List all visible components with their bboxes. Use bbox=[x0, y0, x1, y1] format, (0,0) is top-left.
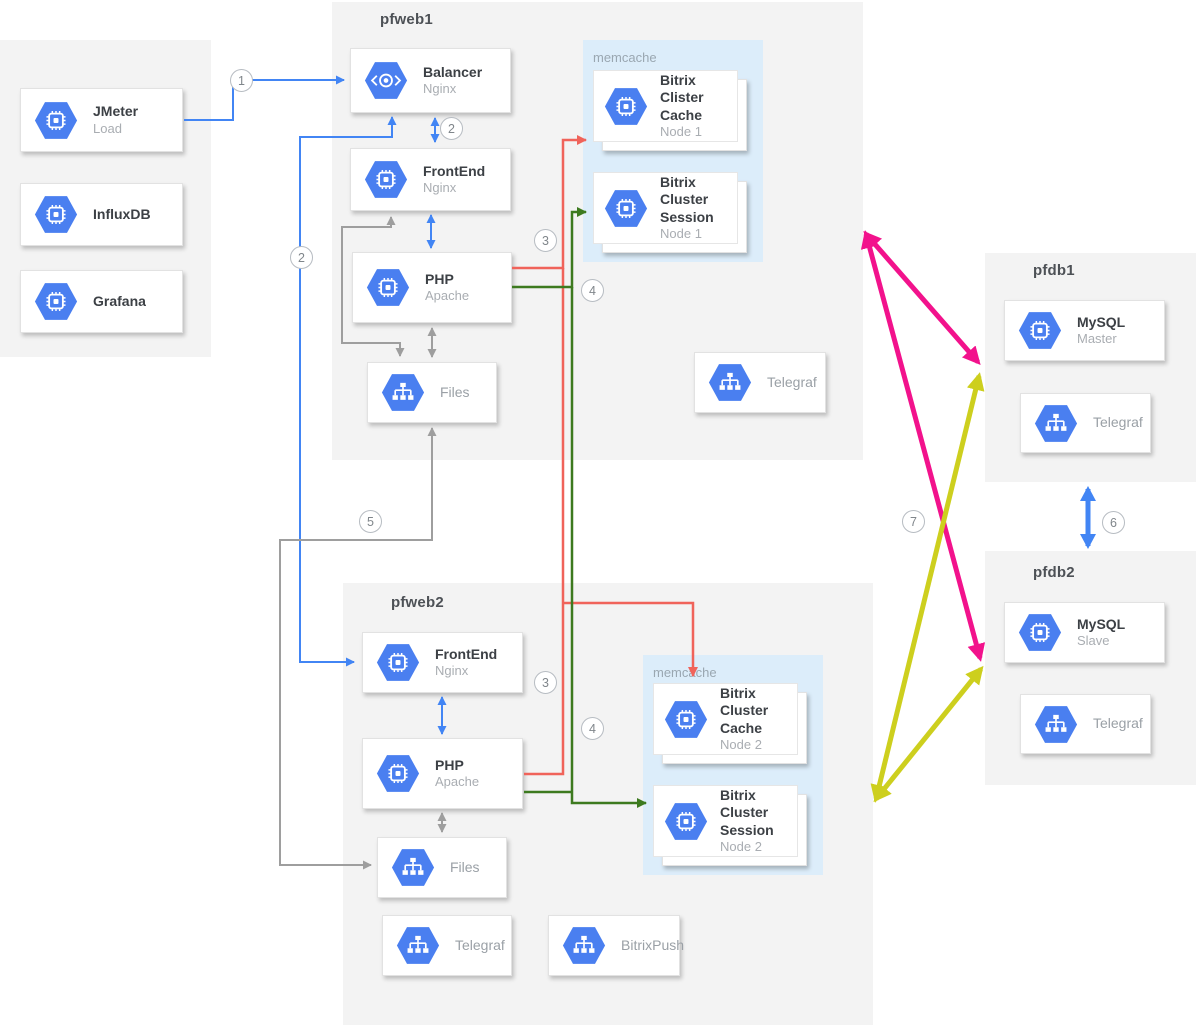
node-subtitle: Nginx bbox=[423, 180, 457, 196]
node-title: BitrixPush bbox=[621, 936, 685, 953]
group-pfdb2-title: pfdb2 bbox=[1033, 564, 1075, 581]
node-title: Telegraf bbox=[767, 373, 817, 390]
compute-icon bbox=[1018, 311, 1062, 350]
node-title: Telegraf bbox=[1093, 414, 1143, 431]
node-telegraf-db2[interactable]: Telegraf bbox=[1020, 694, 1151, 754]
node-title: InfluxDB bbox=[93, 205, 151, 222]
connection-badge-1: 1 bbox=[230, 69, 253, 92]
node-title: Balancer bbox=[423, 63, 483, 80]
node-grafana[interactable]: Grafana bbox=[20, 270, 183, 333]
node-bitrix-session-node2[interactable]: Bitrix Cluster Session Node 2 bbox=[653, 785, 807, 866]
connection-badge-3-web2: 3 bbox=[534, 671, 557, 694]
network-icon bbox=[562, 926, 606, 965]
subgroup-memcache-1-title: memcache bbox=[593, 50, 657, 65]
compute-icon bbox=[376, 754, 420, 793]
node-files-2[interactable]: Files bbox=[377, 837, 507, 898]
node-subtitle: Node 2 bbox=[720, 737, 762, 753]
node-frontend-2[interactable]: FrontEnd Nginx bbox=[362, 632, 523, 693]
group-pfweb1-title: pfweb1 bbox=[380, 11, 433, 28]
compute-icon bbox=[604, 189, 648, 228]
compute-icon bbox=[34, 195, 78, 234]
node-title: Grafana bbox=[93, 292, 146, 309]
network-icon bbox=[1034, 404, 1078, 443]
node-php-2[interactable]: PHP Apache bbox=[362, 738, 523, 809]
node-subtitle: Apache bbox=[435, 774, 480, 790]
connection-badge-3-web1: 3 bbox=[534, 229, 557, 252]
compute-icon bbox=[376, 643, 420, 682]
compute-icon bbox=[366, 268, 410, 307]
node-title: JMeter bbox=[93, 103, 139, 120]
connection-badge-4-web2: 4 bbox=[581, 717, 604, 740]
node-frontend-1[interactable]: FrontEnd Nginx bbox=[350, 148, 511, 211]
node-subtitle: Apache bbox=[425, 288, 470, 304]
node-title: Files bbox=[450, 858, 480, 875]
connection-badge-4-web1: 4 bbox=[581, 279, 604, 302]
network-icon bbox=[391, 848, 435, 887]
node-files-1[interactable]: Files bbox=[367, 362, 497, 423]
node-subtitle: Nginx bbox=[423, 81, 457, 97]
compute-icon bbox=[1018, 613, 1062, 652]
node-subtitle: Node 1 bbox=[660, 226, 702, 242]
compute-icon bbox=[604, 87, 648, 126]
node-title: PHP bbox=[425, 270, 454, 287]
node-title: MySQL bbox=[1077, 615, 1126, 632]
node-title: MySQL bbox=[1077, 313, 1126, 330]
node-subtitle: Load bbox=[93, 120, 122, 136]
load-balancer-icon bbox=[364, 61, 408, 100]
connection-badge-2-web2: 2 bbox=[290, 246, 313, 269]
compute-icon bbox=[34, 282, 78, 321]
compute-icon bbox=[34, 101, 78, 140]
compute-icon bbox=[664, 700, 708, 739]
node-title: FrontEnd bbox=[435, 645, 498, 662]
connection-badge-2-web1: 2 bbox=[440, 117, 463, 140]
node-php-1[interactable]: PHP Apache bbox=[352, 252, 512, 323]
network-icon bbox=[1034, 705, 1078, 744]
compute-icon bbox=[664, 802, 708, 841]
node-title: Telegraf bbox=[1093, 715, 1143, 732]
node-bitrix-cache-node2[interactable]: Bitrix Cluster Cache Node 2 bbox=[653, 683, 807, 764]
node-title: Bitrix Cluster Session bbox=[660, 173, 714, 225]
node-subtitle: Nginx bbox=[435, 663, 469, 679]
node-title: Bitrix Cluster Cache bbox=[720, 684, 769, 736]
node-mysql-master[interactable]: MySQL Master bbox=[1004, 300, 1165, 361]
node-title: PHP bbox=[435, 756, 464, 773]
node-subtitle: Master bbox=[1077, 331, 1117, 347]
connection-badge-5: 5 bbox=[359, 510, 382, 533]
node-title: Bitrix Cluster Session bbox=[720, 786, 774, 838]
node-subtitle: Slave bbox=[1077, 633, 1110, 649]
node-telegraf-web2[interactable]: Telegraf bbox=[382, 915, 512, 976]
connection-badge-6: 6 bbox=[1102, 511, 1125, 534]
connection-badge-7: 7 bbox=[902, 510, 925, 533]
node-title: Telegraf bbox=[455, 936, 505, 953]
group-pfdb1-title: pfdb1 bbox=[1033, 262, 1075, 279]
network-icon bbox=[708, 363, 752, 402]
node-subtitle: Node 1 bbox=[660, 124, 702, 140]
node-bitrix-session-node1[interactable]: Bitrix Cluster Session Node 1 bbox=[593, 172, 747, 253]
node-jmeter[interactable]: JMeter Load bbox=[20, 88, 183, 152]
network-icon bbox=[396, 926, 440, 965]
node-bitrixpush[interactable]: BitrixPush bbox=[548, 915, 684, 976]
node-title: FrontEnd bbox=[423, 162, 486, 179]
node-telegraf-web1[interactable]: Telegraf bbox=[694, 352, 826, 413]
group-pfweb2-title: pfweb2 bbox=[391, 594, 444, 611]
node-title: Bitrix Clister Cache bbox=[660, 71, 704, 123]
node-title: Files bbox=[440, 383, 470, 400]
node-bitrix-cache-node1[interactable]: Bitrix Clister Cache Node 1 bbox=[593, 70, 747, 151]
node-influxdb[interactable]: InfluxDB bbox=[20, 183, 183, 246]
network-icon bbox=[381, 373, 425, 412]
subgroup-memcache-2-title: memcache bbox=[653, 665, 717, 680]
node-telegraf-db1[interactable]: Telegraf bbox=[1020, 393, 1151, 453]
node-mysql-slave[interactable]: MySQL Slave bbox=[1004, 602, 1165, 663]
compute-icon bbox=[364, 160, 408, 199]
node-balancer[interactable]: Balancer Nginx bbox=[350, 48, 511, 113]
node-subtitle: Node 2 bbox=[720, 839, 762, 855]
